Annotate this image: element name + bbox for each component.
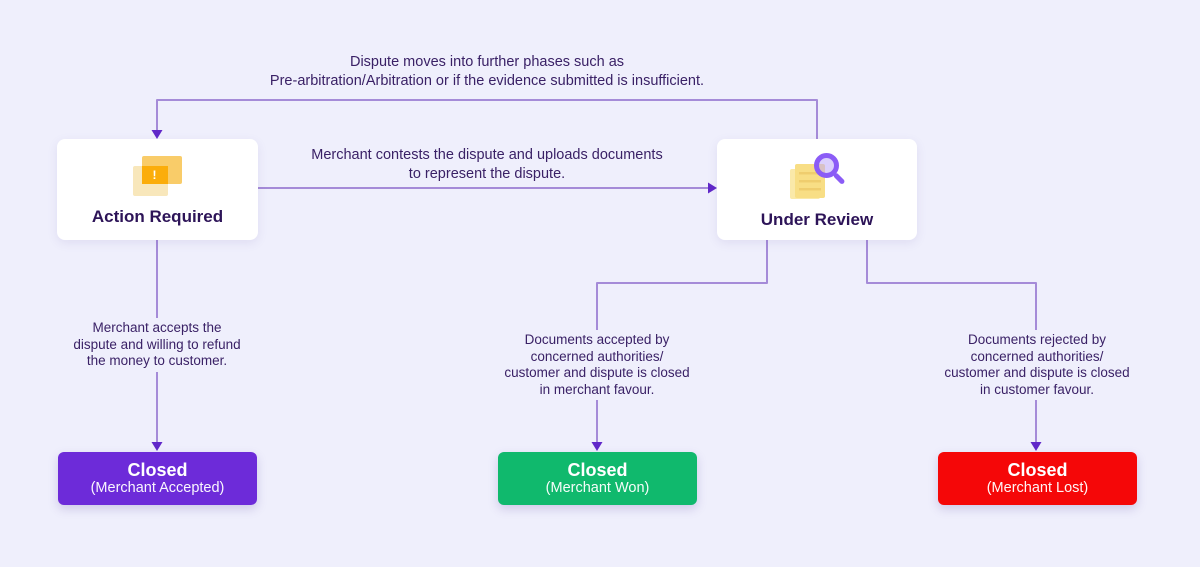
node-action-required: ! Action Required bbox=[57, 139, 258, 240]
node-under-review: Under Review bbox=[717, 139, 917, 240]
node-under-review-label: Under Review bbox=[760, 210, 874, 229]
outcome-closed-merchant-won: Closed (Merchant Won) bbox=[498, 452, 697, 505]
edge-review-to-action bbox=[156, 99, 818, 139]
outcome-subtitle: (Merchant Accepted) bbox=[90, 480, 225, 496]
outcome-closed-merchant-lost: Closed (Merchant Lost) bbox=[938, 452, 1137, 505]
loop-edge-caption: Dispute moves into further phases such a… bbox=[127, 53, 847, 90]
caption-line: customer and dispute is closed bbox=[944, 365, 1130, 380]
outcome-subtitle: (Merchant Lost) bbox=[986, 480, 1089, 496]
won-edge-caption: Documents accepted by concerned authorit… bbox=[487, 330, 707, 400]
arrowhead-into-won bbox=[591, 442, 603, 451]
alert-exclamation-badge: ! bbox=[141, 166, 168, 184]
magnifier-handle bbox=[832, 172, 846, 185]
contest-edge-caption: Merchant contests the dispute and upload… bbox=[287, 146, 687, 183]
arrowhead-into-under-review bbox=[708, 182, 717, 194]
outcome-title: Closed bbox=[1007, 460, 1068, 480]
arrowhead-into-action-required bbox=[151, 130, 163, 139]
caption-line: Merchant contests the dispute and upload… bbox=[311, 147, 663, 163]
caption-line: the money to customer. bbox=[86, 353, 228, 368]
outcome-title: Closed bbox=[567, 460, 628, 480]
arrowhead-into-lost bbox=[1030, 442, 1042, 451]
accept-edge-caption: Merchant accepts the dispute and willing… bbox=[47, 318, 267, 372]
caption-line: Documents rejected by bbox=[967, 332, 1107, 347]
caption-line: Dispute moves into further phases such a… bbox=[349, 54, 625, 70]
caption-line: to represent the dispute. bbox=[408, 165, 566, 182]
document-magnifier-icon bbox=[790, 153, 846, 199]
caption-line: Pre-arbitration/Arbitration or if the ev… bbox=[269, 72, 705, 89]
outcome-subtitle: (Merchant Won) bbox=[545, 480, 650, 496]
caption-line: in customer favour. bbox=[979, 381, 1095, 397]
caption-line: concerned authorities/ bbox=[530, 348, 664, 364]
node-action-required-label: Action Required bbox=[91, 207, 224, 226]
outcome-title: Closed bbox=[127, 460, 188, 480]
arrowhead-into-accepted bbox=[151, 442, 163, 451]
caption-line: dispute and willing to refund bbox=[73, 336, 241, 352]
exclamation-glyph: ! bbox=[152, 168, 157, 182]
alert-card-icon: ! bbox=[132, 156, 183, 196]
caption-line: Merchant accepts the bbox=[92, 320, 222, 335]
document-text-lines bbox=[799, 172, 821, 193]
lost-edge-caption: Documents rejected by concerned authorit… bbox=[927, 330, 1147, 400]
outcome-closed-merchant-accepted: Closed (Merchant Accepted) bbox=[58, 452, 257, 505]
caption-line: customer and dispute is closed bbox=[504, 365, 690, 380]
caption-line: concerned authorities/ bbox=[970, 348, 1104, 364]
caption-line: Documents accepted by bbox=[524, 332, 670, 347]
caption-line: in merchant favour. bbox=[539, 381, 655, 397]
